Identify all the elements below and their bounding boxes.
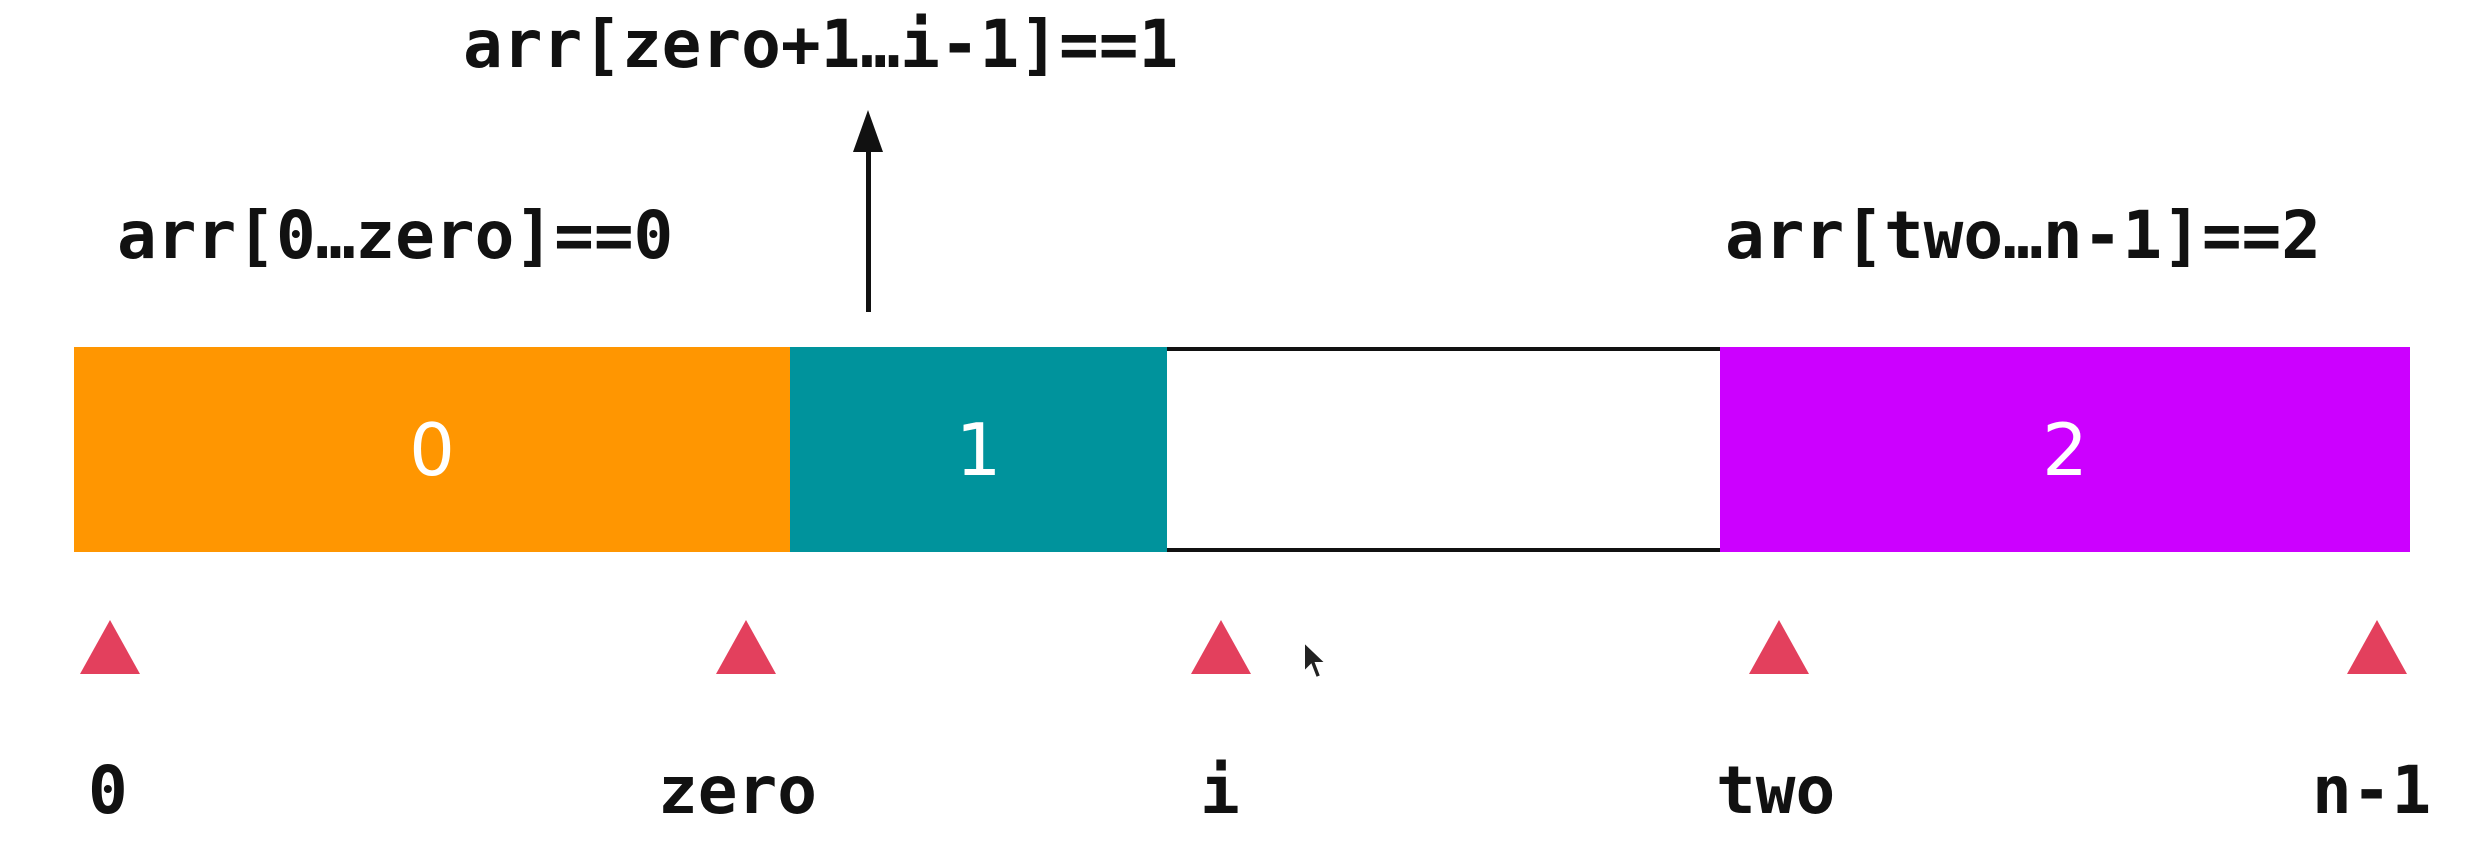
segment-twos: 2 bbox=[1720, 347, 2410, 552]
pointer-i-icon bbox=[1191, 620, 1251, 674]
segment-zeros-label: 0 bbox=[409, 407, 455, 492]
pointer-two-icon bbox=[1749, 620, 1809, 674]
pointer-n-minus-1-icon bbox=[2347, 620, 2407, 674]
index-label-0: 0 bbox=[88, 752, 128, 829]
index-label-two: two bbox=[1716, 752, 1836, 829]
zeros-range-annotation: arr[0…zero]==0 bbox=[117, 197, 674, 274]
index-label-i: i bbox=[1200, 752, 1240, 829]
twos-range-annotation: arr[two…n-1]==2 bbox=[1725, 197, 2322, 274]
ones-range-annotation: arr[zero+1…i-1]==1 bbox=[463, 6, 1179, 83]
array-bar: 0 1 2 bbox=[74, 347, 2410, 552]
arrow-shaft bbox=[866, 150, 871, 312]
segment-zeros: 0 bbox=[74, 347, 790, 552]
segment-twos-label: 2 bbox=[2042, 407, 2088, 492]
mouse-cursor-icon bbox=[1303, 640, 1328, 680]
arrow-up-icon bbox=[853, 110, 883, 152]
pointer-zero-start-icon bbox=[80, 620, 140, 674]
segment-unprocessed bbox=[1167, 347, 1720, 552]
pointer-zero-end-icon bbox=[716, 620, 776, 674]
index-label-zero: zero bbox=[658, 752, 817, 829]
segment-ones-label: 1 bbox=[955, 407, 1002, 492]
segment-ones: 1 bbox=[790, 347, 1167, 552]
index-label-n-minus-1: n-1 bbox=[2312, 752, 2432, 829]
